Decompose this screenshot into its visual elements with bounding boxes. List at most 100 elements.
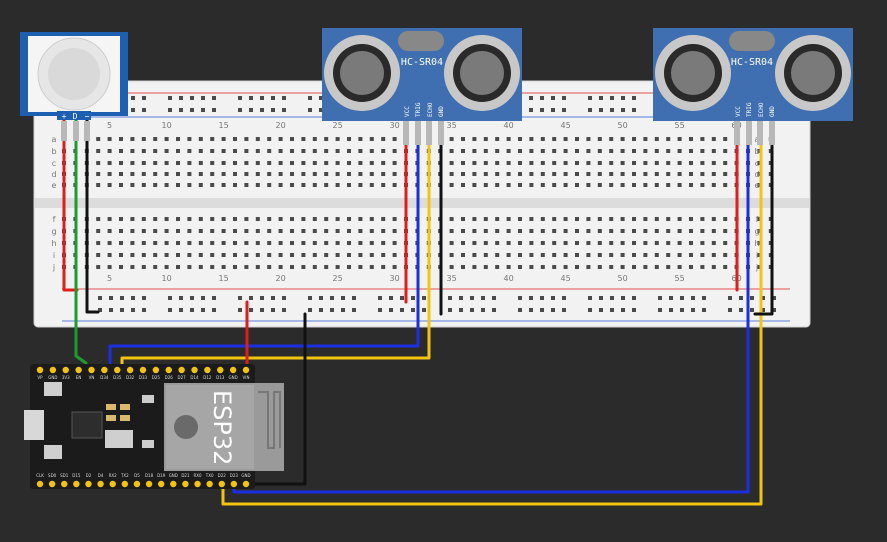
rail-hole[interactable]: [249, 308, 253, 312]
breadboard-hole[interactable]: [347, 241, 351, 245]
breadboard-hole[interactable]: [575, 183, 579, 187]
breadboard-hole[interactable]: [358, 265, 363, 269]
rail-hole[interactable]: [352, 296, 356, 300]
breadboard-hole[interactable]: [221, 149, 226, 153]
breadboard-hole[interactable]: [757, 217, 762, 221]
breadboard-hole[interactable]: [529, 265, 534, 269]
breadboard-hole[interactable]: [575, 241, 579, 245]
breadboard-hole[interactable]: [472, 229, 477, 233]
breadboard-hole[interactable]: [107, 253, 112, 257]
breadboard-hole[interactable]: [575, 149, 579, 153]
rail-hole[interactable]: [212, 96, 216, 100]
rail-hole[interactable]: [588, 308, 592, 312]
breadboard-hole[interactable]: [176, 265, 180, 269]
breadboard-hole[interactable]: [381, 265, 386, 269]
breadboard-hole[interactable]: [540, 183, 545, 187]
breadboard-hole[interactable]: [324, 161, 329, 165]
rail-hole[interactable]: [632, 108, 636, 112]
breadboard-hole[interactable]: [290, 265, 294, 269]
breadboard-hole[interactable]: [597, 137, 602, 141]
wire-us2-echo-yellow[interactable]: [221, 118, 763, 506]
breadboard-hole[interactable]: [597, 172, 602, 176]
breadboard-hole[interactable]: [358, 183, 363, 187]
rail-hole[interactable]: [702, 296, 706, 300]
esp32-pin[interactable]: [145, 480, 153, 488]
rail-hole[interactable]: [308, 108, 312, 112]
breadboard-hole[interactable]: [107, 137, 112, 141]
breadboard-hole[interactable]: [130, 137, 135, 141]
rail-hole[interactable]: [599, 96, 603, 100]
breadboard-hole[interactable]: [506, 253, 511, 257]
breadboard-hole[interactable]: [312, 229, 317, 233]
breadboard-hole[interactable]: [392, 241, 397, 245]
breadboard-hole[interactable]: [483, 217, 488, 221]
breadboard-hole[interactable]: [324, 172, 329, 176]
breadboard-hole[interactable]: [233, 137, 237, 141]
rail-hole[interactable]: [518, 308, 522, 312]
rail-hole[interactable]: [588, 108, 592, 112]
breadboard-hole[interactable]: [677, 137, 682, 141]
breadboard-hole[interactable]: [255, 149, 260, 153]
breadboard-hole[interactable]: [278, 161, 283, 165]
breadboard-hole[interactable]: [347, 149, 351, 153]
rail-hole[interactable]: [201, 308, 205, 312]
breadboard-hole[interactable]: [164, 161, 169, 165]
esp32-pin[interactable]: [48, 480, 56, 488]
breadboard-hole[interactable]: [506, 241, 511, 245]
breadboard-hole[interactable]: [495, 149, 500, 153]
breadboard-hole[interactable]: [677, 253, 682, 257]
button-en[interactable]: [44, 382, 62, 396]
breadboard-hole[interactable]: [552, 229, 557, 233]
breadboard-hole[interactable]: [472, 217, 477, 221]
esp32-pin[interactable]: [242, 366, 250, 374]
rail-hole[interactable]: [271, 108, 275, 112]
breadboard-hole[interactable]: [187, 183, 192, 187]
breadboard-hole[interactable]: [506, 183, 511, 187]
rail-hole[interactable]: [728, 308, 732, 312]
breadboard-hole[interactable]: [267, 229, 272, 233]
rail-hole[interactable]: [179, 308, 183, 312]
breadboard-hole[interactable]: [255, 265, 260, 269]
rail-hole[interactable]: [632, 296, 636, 300]
breadboard-hole[interactable]: [643, 137, 648, 141]
breadboard-hole[interactable]: [369, 137, 374, 141]
wire-us1-trig-blue[interactable]: [108, 118, 420, 372]
breadboard-hole[interactable]: [563, 183, 568, 187]
breadboard-hole[interactable]: [119, 265, 123, 269]
breadboard-hole[interactable]: [278, 253, 283, 257]
rail-hole[interactable]: [378, 308, 382, 312]
breadboard-hole[interactable]: [575, 265, 579, 269]
breadboard-hole[interactable]: [575, 161, 579, 165]
breadboard-hole[interactable]: [278, 241, 283, 245]
breadboard-hole[interactable]: [312, 217, 317, 221]
breadboard-hole[interactable]: [130, 229, 135, 233]
breadboard-hole[interactable]: [597, 253, 602, 257]
breadboard-hole[interactable]: [586, 265, 591, 269]
breadboard-hole[interactable]: [540, 229, 545, 233]
breadboard-hole[interactable]: [700, 149, 705, 153]
breadboard-hole[interactable]: [358, 172, 363, 176]
breadboard-hole[interactable]: [347, 229, 351, 233]
esp32-pin[interactable]: [101, 366, 108, 374]
breadboard-hole[interactable]: [119, 183, 123, 187]
breadboard-hole[interactable]: [210, 161, 215, 165]
rail-hole[interactable]: [658, 308, 662, 312]
breadboard-hole[interactable]: [324, 149, 329, 153]
rail-hole[interactable]: [131, 108, 135, 112]
breadboard-hole[interactable]: [176, 241, 180, 245]
breadboard-hole[interactable]: [176, 161, 180, 165]
breadboard-hole[interactable]: [632, 172, 636, 176]
breadboard-hole[interactable]: [666, 137, 671, 141]
breadboard-hole[interactable]: [723, 149, 728, 153]
breadboard-hole[interactable]: [381, 172, 386, 176]
breadboard-hole[interactable]: [107, 183, 112, 187]
breadboard-hole[interactable]: [620, 137, 625, 141]
breadboard-hole[interactable]: [609, 137, 614, 141]
rail-hole[interactable]: [562, 96, 566, 100]
rail-hole[interactable]: [551, 108, 555, 112]
breadboard-hole[interactable]: [141, 229, 146, 233]
breadboard-hole[interactable]: [301, 172, 306, 176]
breadboard-hole[interactable]: [461, 265, 465, 269]
rail-hole[interactable]: [271, 96, 275, 100]
breadboard-hole[interactable]: [96, 149, 101, 153]
